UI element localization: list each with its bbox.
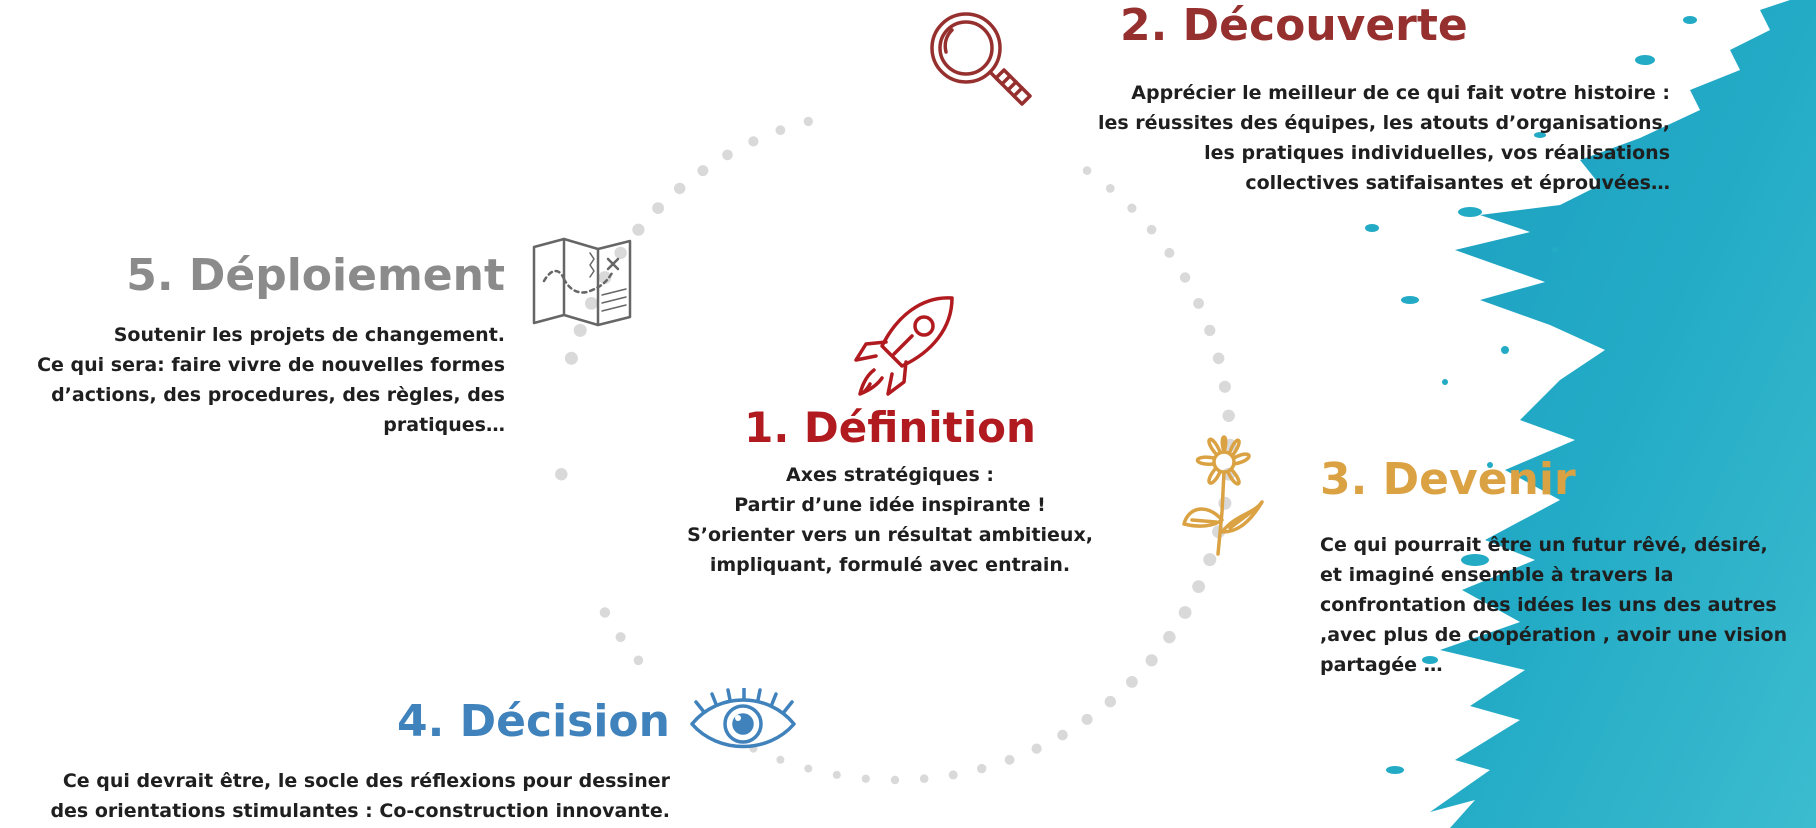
description-line: d’actions, des procedures, des règles, d… bbox=[51, 384, 505, 406]
description-line: les pratiques individuelles, vos réalisa… bbox=[1204, 142, 1670, 164]
step-description: Axes stratégiques : Partir d’une idée in… bbox=[640, 460, 1140, 580]
step-title-decision: 4. Décision bbox=[396, 696, 670, 747]
description-line: et imaginé ensemble à travers la bbox=[1320, 564, 1674, 586]
ring-dot bbox=[977, 763, 987, 774]
ring-dot bbox=[1212, 352, 1225, 365]
ring-dot bbox=[748, 136, 759, 147]
ring-dot bbox=[1145, 654, 1158, 667]
step-definition: 1. Définition bbox=[650, 403, 1130, 452]
ring-dot bbox=[1192, 580, 1205, 593]
map-icon bbox=[530, 235, 636, 329]
step-title-devenir: 3. Devenir bbox=[1320, 454, 1576, 505]
description-line: Ce qui pourrait être un futur rêvé, dési… bbox=[1320, 534, 1768, 556]
ring-dot bbox=[573, 323, 587, 337]
ring-dot bbox=[1105, 184, 1115, 193]
ring-dot bbox=[697, 165, 709, 177]
ring-dot bbox=[633, 655, 644, 666]
description-line: Partir d’une idée inspirante ! bbox=[734, 494, 1046, 516]
ring-dot bbox=[775, 125, 786, 136]
ring-dot bbox=[599, 607, 611, 618]
step-title-deploiement: 5. Déploiement bbox=[126, 250, 505, 301]
rocket-icon bbox=[852, 290, 962, 400]
description-line: partagée … bbox=[1320, 654, 1443, 676]
ring-dot bbox=[1057, 729, 1068, 741]
description-line: S’orienter vers un résultat ambitieux, bbox=[687, 524, 1093, 546]
description-line: Axes stratégiques : bbox=[786, 464, 994, 486]
ring-dot bbox=[1204, 324, 1216, 336]
ring-dot bbox=[948, 770, 958, 780]
step-description-decouverte: Apprécier le meilleur de ce qui fait vot… bbox=[1080, 78, 1670, 198]
ring-dot bbox=[555, 468, 568, 481]
ring-dot bbox=[1203, 553, 1217, 567]
description-line: les réussites des équipes, les atouts d’… bbox=[1097, 112, 1670, 134]
ring-dot bbox=[1193, 298, 1204, 309]
description-line: Apprécier le meilleur de ce qui fait vot… bbox=[1131, 82, 1670, 104]
ring-dot bbox=[1218, 380, 1231, 393]
step-title: 1. Définition bbox=[744, 403, 1036, 452]
ring-dot bbox=[1127, 203, 1137, 213]
description-line: confrontation des idées les uns des autr… bbox=[1320, 594, 1777, 616]
step-description-devenir: Ce qui pourrait être un futur rêvé, dési… bbox=[1320, 530, 1810, 680]
ring-dot bbox=[585, 297, 598, 310]
ring-dot bbox=[615, 632, 626, 643]
flower-icon bbox=[1178, 428, 1268, 560]
description-line: impliquant, formulé avec entrain. bbox=[709, 554, 1071, 576]
description-line: Soutenir les projets de changement. bbox=[113, 324, 505, 346]
ring-dot bbox=[1163, 630, 1176, 644]
ring-dot bbox=[803, 116, 813, 127]
ring-dot bbox=[1004, 754, 1015, 765]
ring-dot bbox=[1104, 695, 1117, 708]
ring-dot bbox=[1178, 606, 1192, 619]
magnifier-icon bbox=[922, 8, 1032, 108]
ring-dot bbox=[861, 774, 870, 783]
ring-dot bbox=[919, 774, 929, 783]
ring-dot bbox=[722, 149, 733, 161]
ring-dot bbox=[832, 770, 841, 779]
ring-dot bbox=[598, 271, 612, 284]
ring-dot bbox=[632, 223, 645, 236]
ring-dot bbox=[1031, 743, 1042, 754]
step-description-decision: Ce qui devrait être, le socle des réflex… bbox=[0, 766, 670, 826]
eye-icon bbox=[688, 688, 798, 758]
description-line: Ce qui devrait être, le socle des réflex… bbox=[62, 770, 670, 792]
ring-dot bbox=[1126, 676, 1138, 688]
ring-dot bbox=[614, 246, 627, 260]
description-line: ,avec plus de coopération , avoir une vi… bbox=[1320, 624, 1788, 646]
step-description-deploiement: Soutenir les projets de changement. Ce q… bbox=[0, 320, 505, 440]
ring-dot bbox=[776, 755, 785, 764]
ring-dot bbox=[1081, 713, 1093, 725]
ring-dot bbox=[1179, 272, 1191, 283]
ring-dot bbox=[804, 764, 813, 773]
ring-dot bbox=[1082, 166, 1092, 175]
description-line: Ce qui sera: faire vivre de nouvelles fo… bbox=[37, 354, 505, 376]
description-line: collectives satifaisantes et éprouvées… bbox=[1245, 172, 1670, 194]
description-line: des orientations stimulantes : Co-constr… bbox=[50, 800, 670, 822]
ring-dot bbox=[1164, 247, 1175, 258]
description-line: pratiques… bbox=[383, 414, 505, 436]
step-title-decouverte: 2. Découverte bbox=[1120, 0, 1468, 51]
ring-dot bbox=[1146, 224, 1157, 235]
ring-dot bbox=[564, 351, 578, 365]
ring-dot bbox=[890, 775, 900, 785]
ring-dot bbox=[674, 182, 686, 195]
ring-dot bbox=[1222, 409, 1235, 422]
ring-dot bbox=[652, 202, 664, 215]
